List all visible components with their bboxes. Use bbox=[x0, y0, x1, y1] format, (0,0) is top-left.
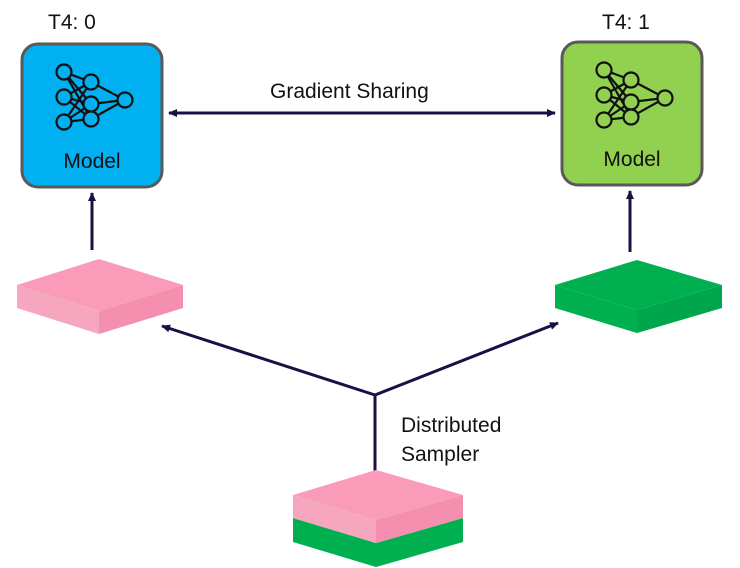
sampler-arrow-right bbox=[374, 321, 559, 397]
sampler-data-stack bbox=[293, 470, 463, 567]
worker-label-left: T4: 0 bbox=[48, 11, 96, 34]
sampler-label-line1: Distributed bbox=[401, 414, 502, 437]
sampler-arrow-left bbox=[161, 324, 376, 397]
data-shard-left bbox=[17, 259, 183, 334]
model-label-right: Model bbox=[603, 148, 661, 171]
worker-label-right: T4: 1 bbox=[602, 11, 650, 34]
gradient-sharing-label: Gradient Sharing bbox=[270, 80, 429, 103]
neural-network-icon-left bbox=[55, 63, 134, 131]
data-shard-right bbox=[555, 260, 722, 333]
neural-network-icon-right bbox=[595, 61, 674, 129]
model-label-left: Model bbox=[63, 150, 121, 173]
sampler-label-line2: Sampler bbox=[401, 443, 480, 466]
